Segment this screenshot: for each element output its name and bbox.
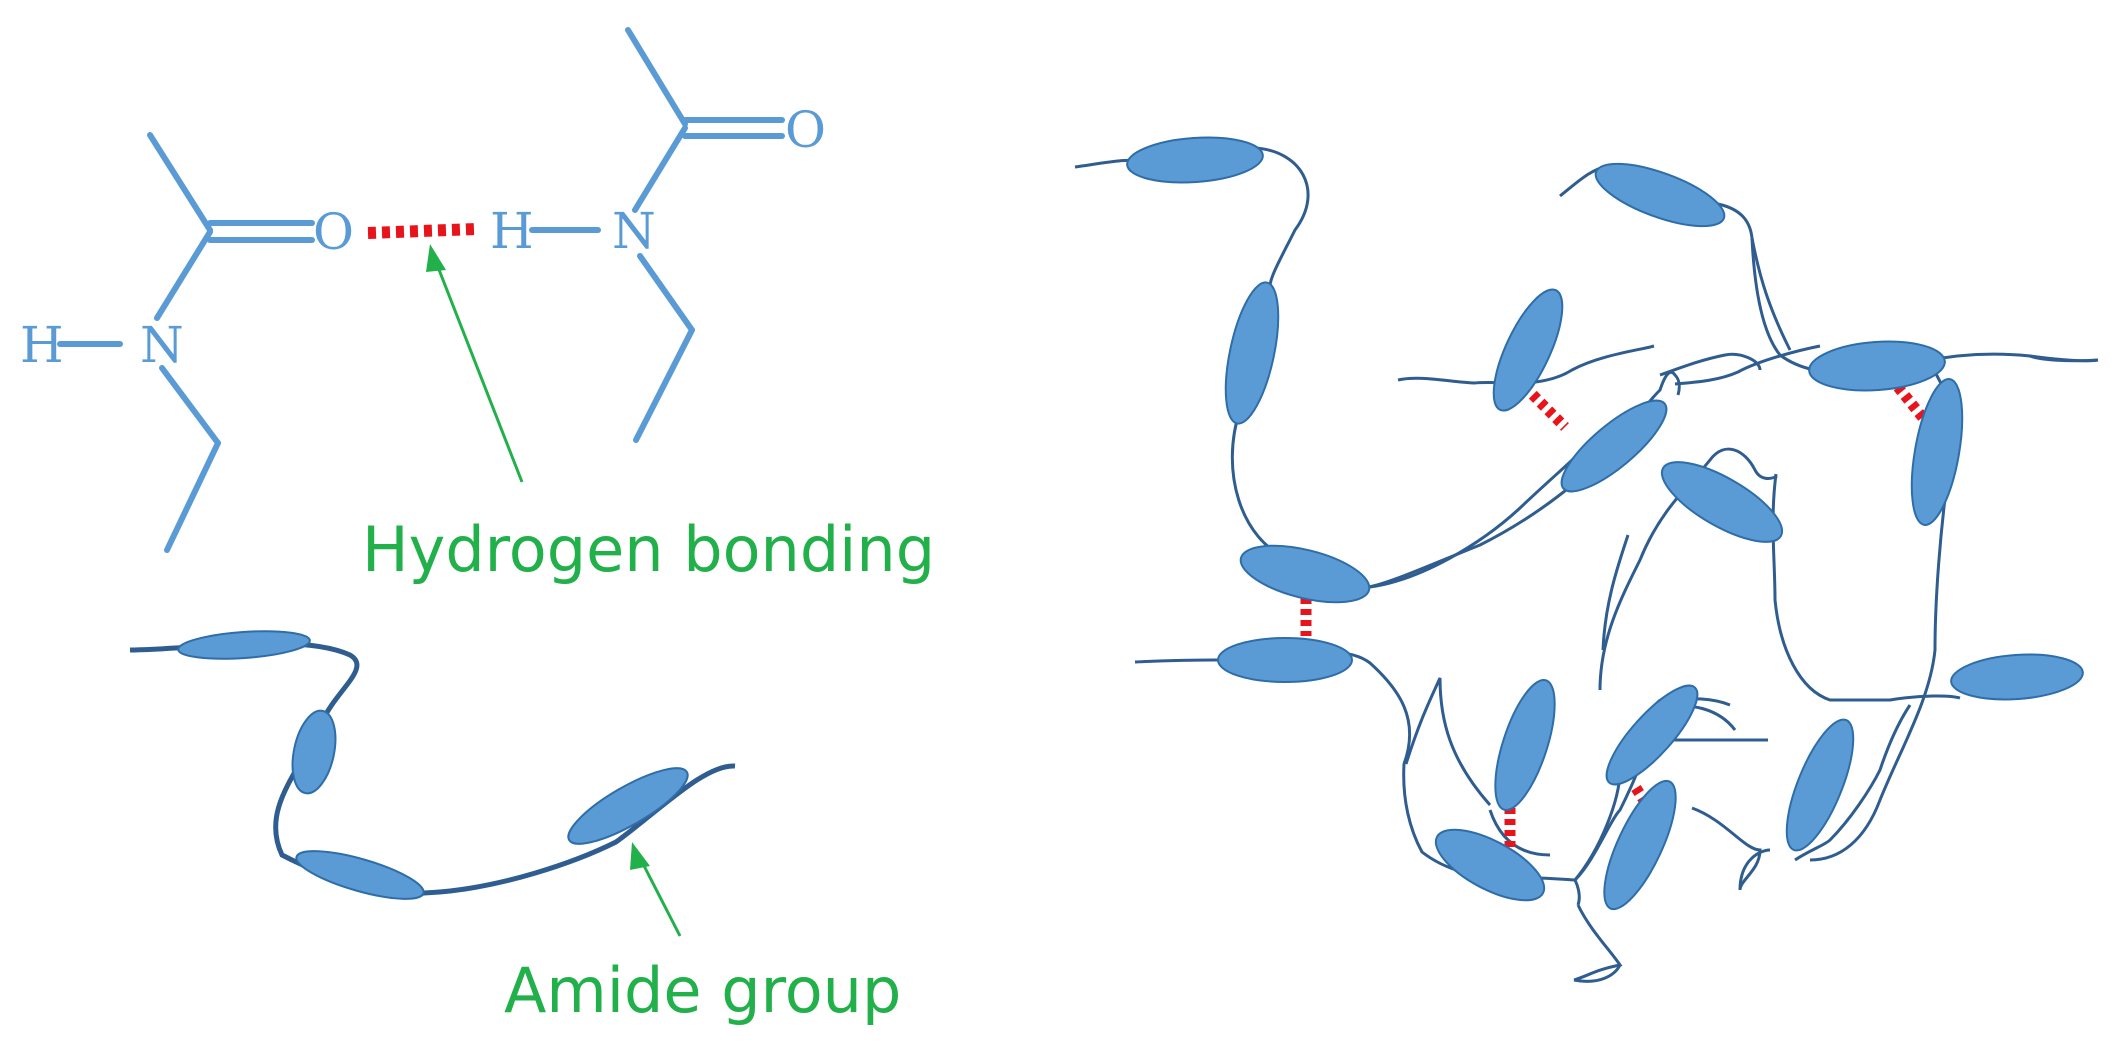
network-amide-groups — [1126, 136, 2084, 911]
c-n-bond — [632, 125, 688, 213]
amide-group — [1126, 136, 1264, 184]
methyl-bond — [147, 132, 213, 233]
single-polymer-chain — [129, 630, 736, 900]
c-n-bond — [154, 229, 213, 321]
amide-group — [1605, 684, 1699, 786]
amide-molecule-right — [529, 27, 785, 443]
amide-group — [1950, 653, 2084, 701]
hydrogen-atom: H — [490, 202, 534, 260]
amide-group — [291, 709, 337, 795]
ch2-ch3-bond — [164, 440, 221, 553]
oxygen-atom: O — [785, 101, 826, 159]
amide-group — [177, 630, 311, 660]
oxygen-atom: O — [313, 203, 354, 261]
amide-group — [1560, 399, 1668, 493]
hydrogen-bond — [367, 223, 477, 239]
amide-group — [1603, 779, 1677, 911]
amide-group — [1434, 828, 1546, 902]
amide-group — [295, 850, 425, 900]
amide-group — [1660, 461, 1784, 543]
ch2-ch3-bond — [633, 327, 695, 443]
hydrogen-bonding-arrow — [426, 244, 524, 483]
hydrogen-bond — [1521, 383, 1569, 431]
n-ch2-bond — [159, 365, 221, 446]
amide-group — [1492, 288, 1564, 412]
amide-group — [1808, 340, 1946, 392]
amide-group — [1224, 281, 1280, 425]
methyl-bond — [625, 27, 688, 127]
arrowhead-icon — [630, 842, 650, 870]
nitrogen-atom: N — [140, 316, 184, 374]
chain-backbone — [129, 640, 736, 897]
amide-group-arrow — [630, 842, 682, 937]
amide-group — [1910, 378, 1964, 526]
nitrogen-atom: N — [612, 202, 656, 260]
amide-group — [1217, 637, 1353, 683]
amide-group — [1785, 718, 1855, 852]
amide-group-label: Amide group — [504, 954, 901, 1027]
amide-group — [1594, 162, 1726, 228]
amide-group — [1494, 678, 1556, 812]
hydrogen-bonding-label: Hydrogen bonding — [362, 513, 935, 586]
amide-molecule-left — [57, 132, 315, 553]
hydrogen-atom: H — [20, 316, 64, 374]
polymer-network — [1074, 136, 2099, 983]
hydrogen-bond — [1893, 383, 1933, 428]
amide-group — [1239, 544, 1371, 604]
n-ch2-bond — [637, 253, 695, 333]
amide-group — [567, 767, 689, 845]
network-chains — [1074, 146, 2099, 983]
arrowhead-icon — [426, 244, 446, 272]
